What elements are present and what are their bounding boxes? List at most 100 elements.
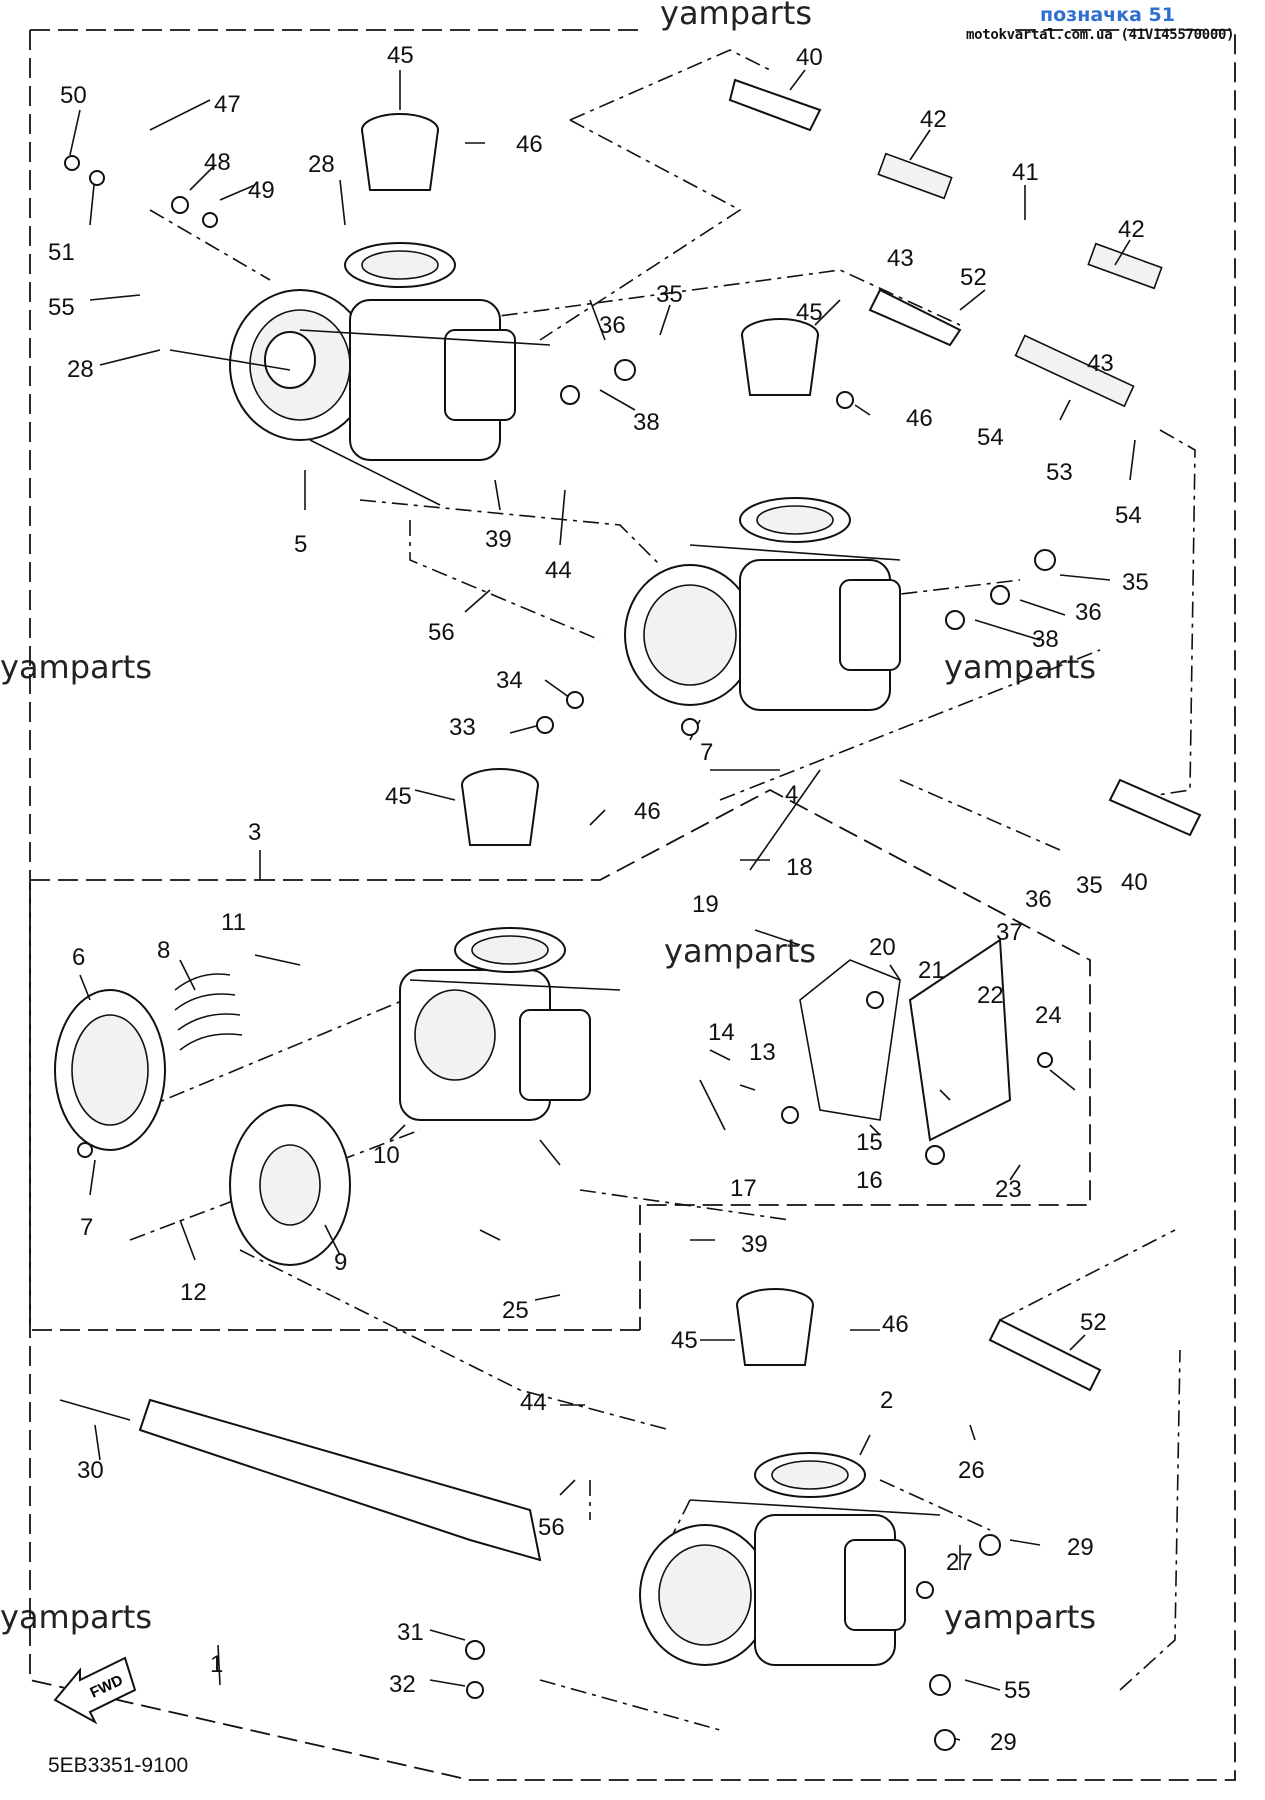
part-label-45b: 45 xyxy=(796,299,823,326)
part-label-38a: 38 xyxy=(633,409,660,436)
part-label-43a: 43 xyxy=(887,245,914,272)
leader-lines xyxy=(69,69,1136,1741)
part-label-55b: 55 xyxy=(1004,1677,1031,1704)
part-label-42b: 42 xyxy=(1118,216,1145,243)
float-chamber-22 xyxy=(799,938,1012,1142)
part-label-44b: 44 xyxy=(520,1389,547,1416)
part-label-17: 17 xyxy=(730,1175,757,1202)
carburetor-5 xyxy=(169,242,551,506)
part-label-6: 6 xyxy=(72,944,85,971)
part-label-24: 24 xyxy=(1035,1002,1062,1029)
part-label-46d: 46 xyxy=(882,1311,909,1338)
part-label-45c: 45 xyxy=(385,783,412,810)
part-label-19: 19 xyxy=(692,891,719,918)
part-label-48: 48 xyxy=(204,149,231,176)
funnel-45 xyxy=(361,113,819,1366)
watermark-right-bottom: yamparts xyxy=(944,1598,1097,1636)
part-label-35c: 35 xyxy=(1076,872,1103,899)
throttle-linkage-1 xyxy=(59,1398,542,1562)
part-labels: 1 2 3 4 5 6 7 7 8 9 10 11 12 13 14 15 16… xyxy=(48,42,1149,1756)
outer-border xyxy=(29,29,1236,1781)
part-label-20: 20 xyxy=(869,934,896,961)
part-label-8: 8 xyxy=(157,937,170,964)
part-label-46a: 46 xyxy=(516,131,543,158)
part-label-40b: 40 xyxy=(1121,869,1148,896)
part-label-36a: 36 xyxy=(599,312,626,339)
part-label-54a: 54 xyxy=(977,424,1004,451)
part-label-11: 11 xyxy=(221,909,246,936)
cover-6-spring-8-diaphragm-9 xyxy=(54,973,351,1266)
part-label-40a: 40 xyxy=(796,44,823,71)
part-label-55a: 55 xyxy=(48,294,75,321)
small-parts xyxy=(64,155,1056,1751)
part-label-56a: 56 xyxy=(428,619,455,646)
carburetor-3 xyxy=(399,927,621,1121)
part-label-18: 18 xyxy=(786,854,813,881)
part-label-27: 27 xyxy=(946,1549,973,1576)
part-label-39a: 39 xyxy=(485,526,512,553)
watermark-top: yamparts xyxy=(660,0,813,32)
part-label-7b: 7 xyxy=(80,1214,93,1241)
part-label-36c: 36 xyxy=(1025,886,1052,913)
part-label-56b: 56 xyxy=(538,1514,565,1541)
part-label-28a: 28 xyxy=(308,151,335,178)
part-label-41: 41 xyxy=(1012,159,1039,186)
part-label-47: 47 xyxy=(214,91,241,118)
part-label-5: 5 xyxy=(294,531,307,558)
part-label-35b: 35 xyxy=(1122,569,1149,596)
part-label-52a: 52 xyxy=(960,264,987,291)
part-label-44a: 44 xyxy=(545,557,572,584)
part-label-10: 10 xyxy=(373,1142,400,1169)
part-label-28b: 28 xyxy=(67,356,94,383)
part-label-39b: 39 xyxy=(741,1231,768,1258)
part-label-51: 51 xyxy=(48,239,75,266)
part-label-33: 33 xyxy=(449,714,476,741)
header-site: motokvartal.com.ua (41V145570000) xyxy=(966,27,1235,43)
part-label-29b: 29 xyxy=(990,1729,1017,1756)
part-label-22: 22 xyxy=(977,982,1004,1009)
part-label-1: 1 xyxy=(210,1651,223,1678)
part-label-23: 23 xyxy=(995,1176,1022,1203)
part-label-37: 37 xyxy=(996,919,1023,946)
part-label-21: 21 xyxy=(918,957,945,984)
part-label-15: 15 xyxy=(856,1129,883,1156)
part-label-34: 34 xyxy=(496,667,523,694)
fwd-arrow xyxy=(53,1656,137,1725)
part-label-13: 13 xyxy=(749,1039,776,1066)
watermark-center: yamparts xyxy=(664,932,817,970)
watermark-right-mid: yamparts xyxy=(944,648,1097,686)
part-label-38b: 38 xyxy=(1032,626,1059,653)
part-label-46b: 46 xyxy=(906,405,933,432)
part-label-35a: 35 xyxy=(656,281,683,308)
part-label-36b: 36 xyxy=(1075,599,1102,626)
cable-fittings xyxy=(728,78,1202,1392)
part-label-25: 25 xyxy=(502,1297,529,1324)
part-label-49: 49 xyxy=(248,177,275,204)
part-label-26: 26 xyxy=(958,1457,985,1484)
part-label-3: 3 xyxy=(248,819,261,846)
watermark-left-mid: yamparts xyxy=(0,648,153,686)
part-label-16: 16 xyxy=(856,1167,883,1194)
part-label-45d: 45 xyxy=(671,1327,698,1354)
part-label-12: 12 xyxy=(180,1279,207,1306)
part-label-50: 50 xyxy=(60,82,87,109)
part-label-46c: 46 xyxy=(634,798,661,825)
watermark-left-bottom: yamparts xyxy=(0,1598,153,1636)
carburetor-4 xyxy=(624,497,901,711)
part-label-2: 2 xyxy=(880,1387,893,1414)
part-label-43b: 43 xyxy=(1087,350,1114,377)
part-label-9: 9 xyxy=(334,1249,347,1276)
header-label: позначка 51 xyxy=(1040,4,1175,26)
part-label-29a: 29 xyxy=(1067,1534,1094,1561)
carburetor-2 xyxy=(639,1452,941,1666)
subassembly-box xyxy=(29,788,1091,1331)
part-label-14: 14 xyxy=(708,1019,735,1046)
part-label-45a: 45 xyxy=(387,42,414,69)
part-label-31: 31 xyxy=(397,1619,424,1646)
part-label-30: 30 xyxy=(77,1457,104,1484)
part-label-54b: 54 xyxy=(1115,502,1142,529)
part-label-53: 53 xyxy=(1046,459,1073,486)
footer-code: 5EB3351-9100 xyxy=(48,1754,189,1777)
part-label-32: 32 xyxy=(389,1671,416,1698)
